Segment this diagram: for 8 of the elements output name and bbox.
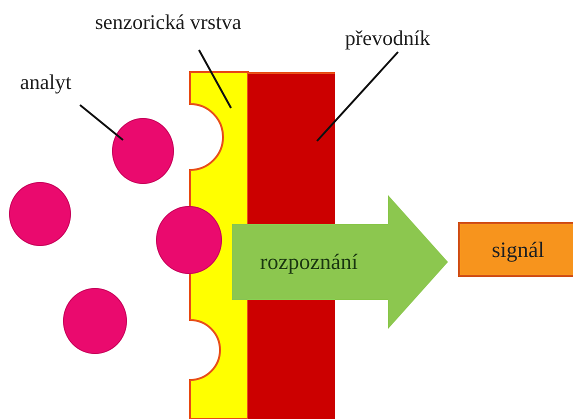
callout-label: převodník xyxy=(345,28,430,49)
leader-line xyxy=(79,104,124,141)
signal-box: signál xyxy=(458,222,573,277)
leader-line xyxy=(316,51,399,142)
leader-line xyxy=(198,50,232,108)
arrow-label: rozpoznání xyxy=(260,249,358,275)
callout-label: senzorická vrstva xyxy=(95,12,242,33)
callout-label: analyt xyxy=(20,72,72,93)
